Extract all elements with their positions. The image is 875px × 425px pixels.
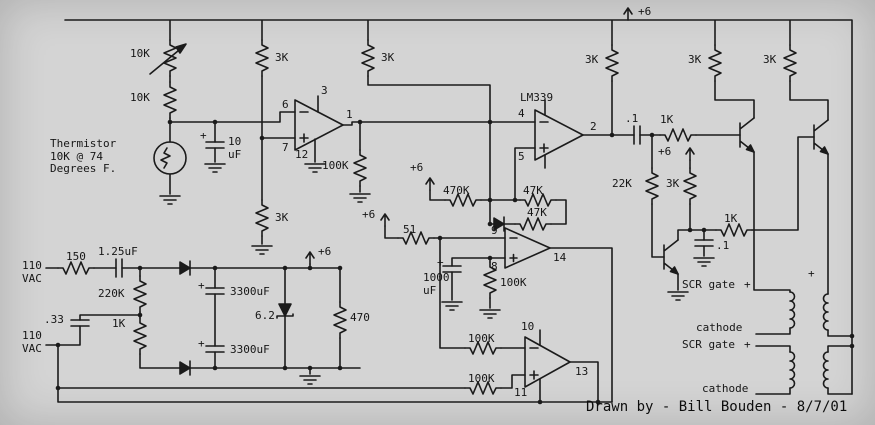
label-top-supply: +6 — [638, 5, 652, 18]
label-c5: 1.25uF — [98, 245, 138, 258]
label-scr2: SCR gate — [682, 338, 735, 351]
label-r6: 3K — [585, 53, 599, 66]
transistor-q3 — [663, 239, 679, 275]
label-scr2-plus: + — [744, 338, 751, 351]
label-c6: .33 — [44, 313, 64, 326]
wires — [45, 19, 853, 403]
transistor-q1 — [739, 117, 755, 153]
label-u3-pin14: 14 — [553, 251, 567, 264]
label-r17: 100K — [500, 276, 527, 289]
label-r14: 47K — [523, 184, 543, 197]
label-u1-pin3: 3 — [321, 84, 328, 97]
label-cath1: cathode — [696, 321, 743, 334]
label-vac1: 110 VAC — [22, 259, 42, 285]
label-c1-plus: + — [200, 129, 207, 142]
label-r19: 220K — [98, 287, 125, 300]
label-u1-pin7: 7 — [282, 141, 289, 154]
opamp-3 — [504, 227, 551, 269]
label-ic: LM339 — [520, 91, 554, 104]
label-r7: 3K — [688, 53, 702, 66]
label-cath2: cathode — [702, 382, 749, 395]
potentiometer-arrow — [149, 43, 187, 75]
opamp-2 — [534, 109, 584, 161]
transistor-q2 — [813, 119, 829, 155]
label-c7: 3300uF — [230, 285, 270, 298]
label-u2-pin4: 4 — [518, 107, 525, 120]
opamp-1 — [294, 99, 344, 151]
label-r22: 100K — [468, 332, 495, 345]
label-u3-pin8: 8 — [491, 260, 498, 273]
label-u2-pin5: 5 — [518, 150, 525, 163]
label-u4-pin11: 11 — [514, 386, 528, 399]
label-c7-plus: + — [198, 279, 205, 292]
label-c4-plus: + — [437, 256, 444, 269]
zener-diode — [276, 303, 294, 319]
label-c8-plus: + — [198, 337, 205, 350]
label-thermistor: Thermistor 10K @ 74 Degrees F. — [50, 137, 117, 176]
label-r23: 100K — [468, 372, 495, 385]
capacitors — [70, 125, 714, 353]
label-c2: .1 — [625, 112, 639, 125]
label-u2-pin2: 2 — [590, 120, 597, 133]
label-r4: 100K — [322, 159, 349, 172]
junction-dots — [55, 119, 855, 405]
label-r11: 3K — [666, 177, 680, 190]
label-c1: 10 uF — [228, 135, 242, 161]
label-r13: 470K — [443, 184, 470, 197]
label-r20: 1K — [112, 317, 126, 330]
label-u4-pin13: 13 — [575, 365, 589, 378]
label-r18: 150 — [66, 250, 86, 263]
label-ps-supply: +6 — [318, 245, 332, 258]
label-u4-pin10: 10 — [521, 320, 535, 333]
label-r1: 10K — [130, 91, 150, 104]
label-c8: 3300uF — [230, 343, 270, 356]
label-vac2: 110 VAC — [22, 329, 42, 355]
label-xfmr-plus: + — [808, 267, 815, 280]
label-r2: 3K — [275, 51, 289, 64]
opamps — [294, 99, 584, 388]
label-r16: 51 — [403, 223, 417, 236]
label-c4: 1000 uF — [423, 271, 450, 297]
label-pot: 10K — [130, 47, 150, 60]
drawing-credit: Drawn by - Bill Bouden - 8/7/01 — [586, 399, 848, 415]
label-u1-pin12: 12 — [295, 148, 309, 161]
label-r5: 3K — [275, 211, 289, 224]
label-supply-b: +6 — [362, 208, 376, 221]
label-supply-a: +6 — [410, 161, 424, 174]
label-r15: 47K — [527, 206, 547, 219]
label-r10: 22K — [612, 177, 632, 190]
label-scr1-plus: + — [744, 278, 751, 291]
opamp-4 — [524, 336, 571, 388]
label-r9: 1K — [660, 113, 674, 126]
label-u1-pin1: 1 — [346, 108, 353, 121]
label-scr1: SCR gate — [682, 278, 735, 291]
label-r12: 1K — [724, 212, 738, 225]
label-r3: 3K — [381, 51, 395, 64]
label-r8: 3K — [763, 53, 777, 66]
label-u3-pin9: 9 — [491, 224, 498, 237]
label-c3: .1 — [716, 239, 730, 252]
thermistor-symbol — [153, 141, 187, 175]
label-d3: 6.2 — [255, 309, 275, 322]
diodes — [179, 216, 505, 376]
label-mid-supply: +6 — [658, 145, 672, 158]
label-u1-pin6: 6 — [282, 98, 289, 111]
coils — [789, 291, 829, 389]
label-r21: 470 — [350, 311, 370, 324]
